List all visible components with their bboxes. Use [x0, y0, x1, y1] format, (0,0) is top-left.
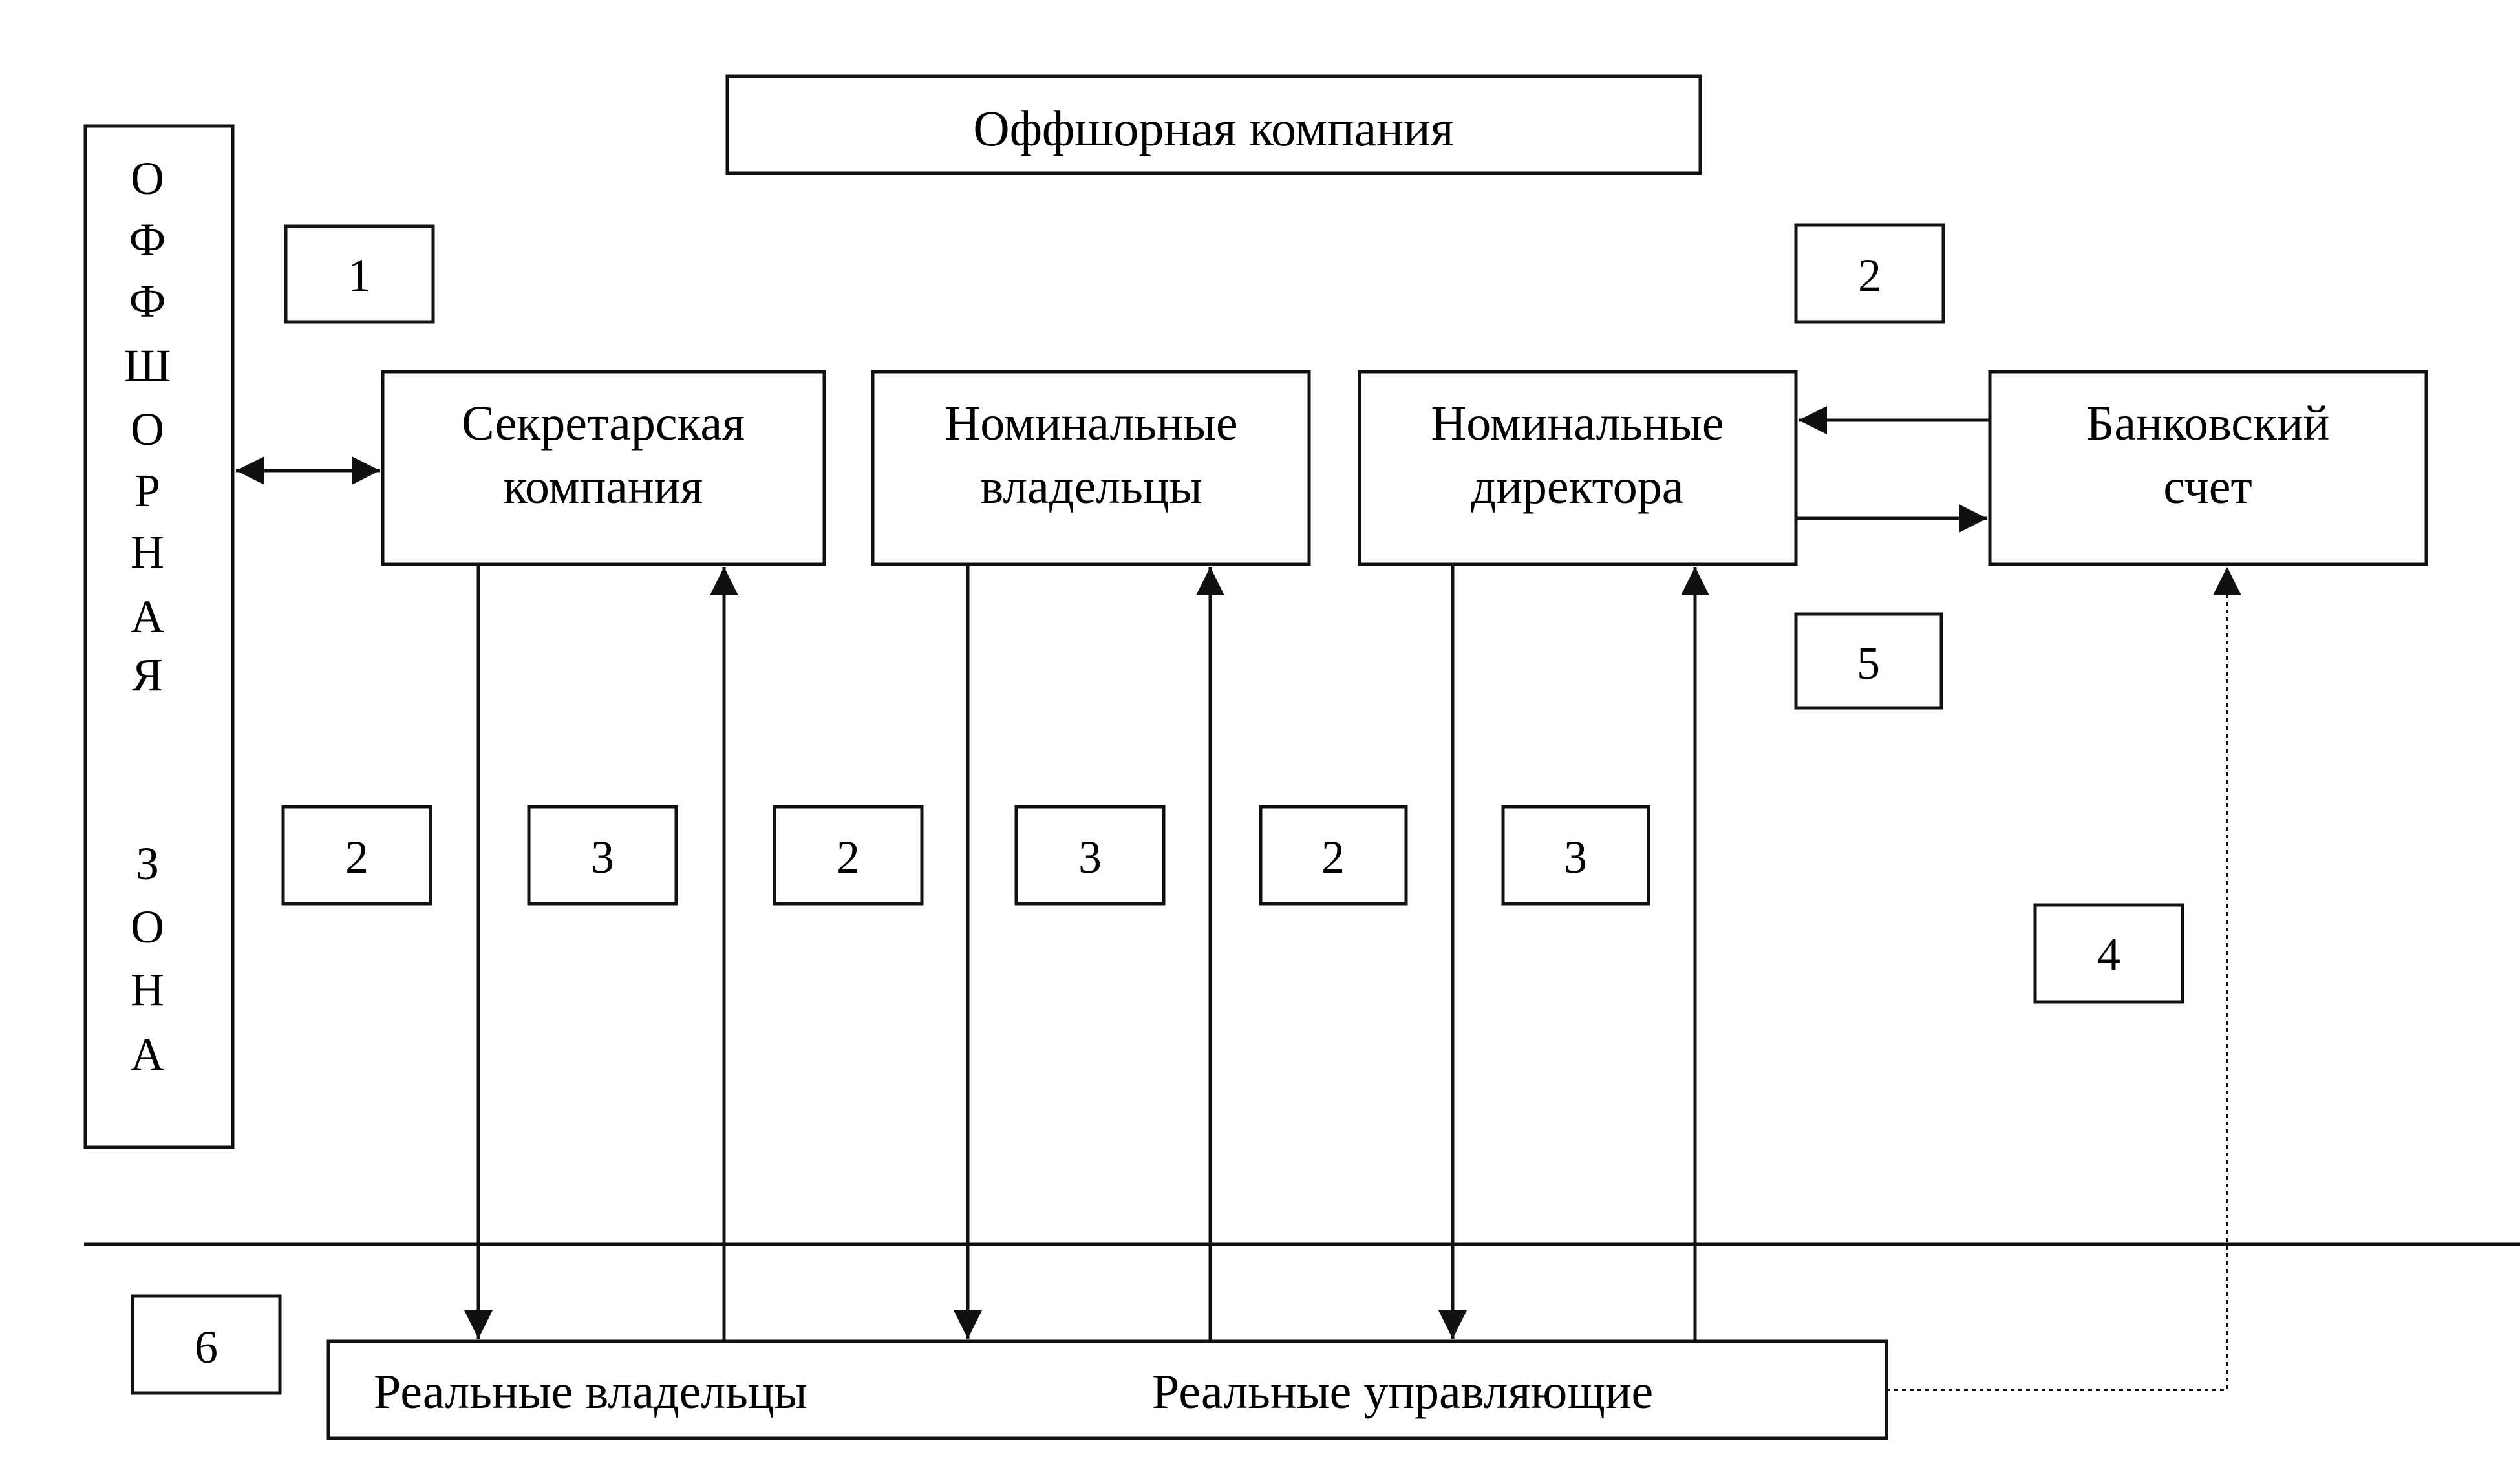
zone-letter: А — [131, 591, 164, 643]
number-box: 3 — [1014, 805, 1166, 906]
zone-letter: Ф — [129, 214, 166, 266]
zone-letter: Н — [131, 964, 164, 1016]
nominal-directors-line2: директора — [1471, 460, 1684, 514]
secretary-line2: компания — [504, 460, 703, 514]
real-owners-label: Реальные владельцы — [374, 1365, 807, 1419]
zone-letter: З — [136, 838, 159, 889]
nominal-owners-line2: владельцы — [980, 460, 1202, 514]
zone-letter: Ш — [124, 340, 171, 392]
number-label: 2 — [837, 831, 860, 883]
zone-letter: Я — [132, 649, 163, 701]
number-label: 3 — [1078, 831, 1102, 883]
number-box: 2 — [1259, 805, 1408, 906]
number-box: 2 — [773, 805, 924, 906]
bank-account-line2: счет — [2163, 460, 2252, 514]
number-label: 3 — [591, 831, 614, 883]
number-box: 6 — [131, 1294, 282, 1395]
diagram-title: Оффшорная компания — [973, 100, 1453, 156]
number-label: 2 — [1321, 831, 1345, 883]
real-managers-label: Реальные управляющие — [1152, 1365, 1653, 1419]
offshore-zone-box: О Ф Ф Ш О Р Н А Я З О Н А — [83, 124, 235, 1149]
zone-letter: О — [131, 403, 164, 455]
number-box: 4 — [2033, 903, 2184, 1004]
nominal-owners-box: Номинальные владельцы — [871, 370, 1311, 566]
bank-account-line1: Банковский — [2086, 396, 2330, 451]
title-box: Оффшорная компания — [725, 74, 1702, 175]
nominal-owners-line1: Номинальные — [945, 396, 1237, 451]
zone-letter: О — [131, 901, 164, 953]
number-label: 3 — [1564, 831, 1587, 883]
bank-account-box: Банковский счет — [1988, 370, 2428, 566]
number-label: 4 — [2097, 928, 2120, 980]
number-box: 5 — [1794, 612, 1943, 710]
secretary-company-box: Секретарская компания — [381, 370, 826, 566]
number-box: 2 — [281, 805, 432, 906]
number-box: 3 — [527, 805, 678, 906]
number-label: 1 — [348, 250, 371, 301]
nominal-directors-box: Номинальные директора — [1358, 370, 1798, 566]
nominal-directors-line1: Номинальные — [1431, 396, 1724, 451]
number-box: 3 — [1501, 805, 1650, 906]
zone-letter: Ф — [129, 275, 166, 327]
zone-letter: Р — [134, 465, 160, 516]
number-box: 2 — [1794, 223, 1945, 324]
zone-letter: А — [131, 1028, 164, 1080]
real-parties-box: Реальные владельцы Реальные управляющие — [326, 1339, 1888, 1440]
number-label: 2 — [345, 831, 368, 883]
secretary-line1: Секретарская — [462, 396, 745, 451]
number-label: 2 — [1858, 250, 1881, 301]
number-label: 5 — [1857, 637, 1880, 689]
number-box: 1 — [284, 224, 435, 324]
real-to-bank-dotted-arrow — [1886, 567, 2241, 1391]
number-label: 6 — [195, 1321, 218, 1373]
zone-letter: Н — [131, 526, 164, 578]
zone-letter: О — [131, 153, 164, 204]
